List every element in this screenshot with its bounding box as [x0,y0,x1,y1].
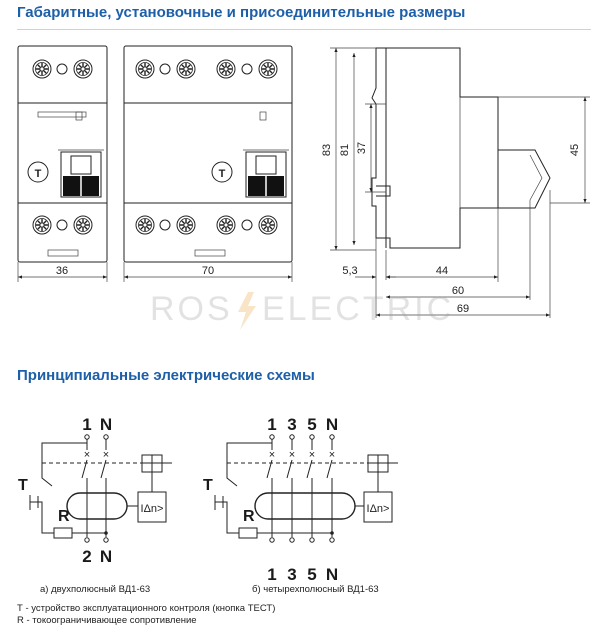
svg-text:R: R [243,508,255,525]
dim-83: 83 [321,144,333,156]
dim-60: 60 [452,285,464,297]
heading-divider [17,29,591,30]
caption-4p: б) четырехполюсный ВД1-63 [252,584,379,595]
svg-text:T: T [18,477,28,494]
svg-text:3: 3 [287,415,296,434]
watermark: ROS ELECTRIC [150,290,454,330]
svg-text:ROS: ROS [150,290,233,328]
svg-text:ELECTRIC: ELECTRIC [262,290,454,328]
svg-text:×: × [103,449,109,461]
svg-text:N: N [100,547,112,566]
dim-36: 36 [56,265,68,277]
dimensions-heading: Габаритные, установочные и присоединител… [17,4,466,21]
caption-2p: а) двухполюсный ВД1-63 [40,584,151,595]
svg-text:1: 1 [267,415,276,434]
dim-44: 44 [436,265,448,277]
dim-81: 81 [339,144,351,156]
svg-text:R: R [58,508,70,525]
side-view: 83 81 37 45 5,3 44 60 69 [321,47,590,318]
front-view-2p: T 36 [17,45,108,282]
svg-text:1: 1 [82,415,91,434]
dim-45: 45 [569,144,581,156]
schemes-heading: Принципиальные электрические схемы [17,367,315,384]
svg-text:3: 3 [287,565,296,584]
scheme-4p: 1 3 5 N × × × × [203,415,398,584]
bolt-icon [238,292,256,330]
svg-text:×: × [269,449,275,461]
front-view-4p: T 70 [123,45,293,282]
svg-text:1: 1 [267,565,276,584]
svg-text:N: N [100,415,112,434]
dim-5-3: 5,3 [342,265,357,277]
dim-69: 69 [457,303,469,315]
svg-text:IΔn>: IΔn> [141,503,164,515]
svg-text:×: × [84,449,90,461]
svg-text:N: N [326,565,338,584]
svg-text:IΔn>: IΔn> [367,503,390,515]
svg-text:N: N [326,415,338,434]
svg-text:T: T [219,168,226,180]
svg-text:×: × [289,449,295,461]
dim-37: 37 [356,142,368,154]
scheme-2p: 1 N × × 2 N IΔn> T R [18,415,172,566]
legend-resistor: R - токоограничивающее сопротивление [17,615,197,626]
svg-text:5: 5 [307,565,316,584]
svg-text:T: T [203,477,213,494]
svg-text:×: × [309,449,315,461]
svg-text:2: 2 [82,547,91,566]
svg-text:5: 5 [307,415,316,434]
dim-70: 70 [202,265,214,277]
svg-text:×: × [329,449,335,461]
legend-test: Т - устройство эксплуатационного контрол… [17,603,276,614]
svg-text:T: T [35,168,42,180]
